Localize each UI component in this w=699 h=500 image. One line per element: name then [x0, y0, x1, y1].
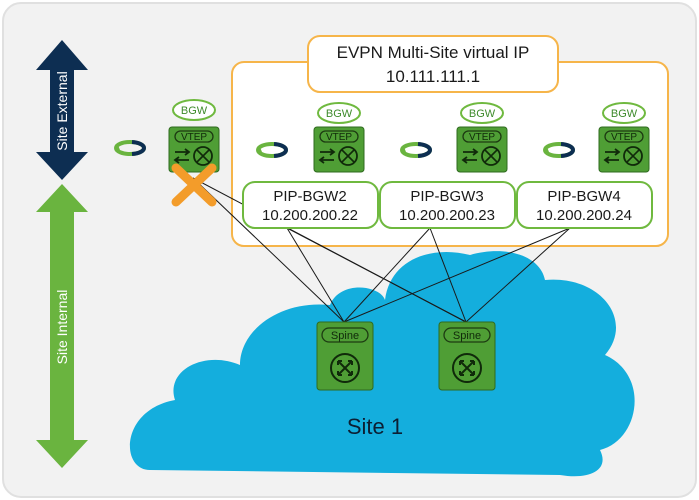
pip-box-bgw4: PIP-BGW4 10.200.200.24	[516, 181, 653, 229]
spine-switch-icon: Spine	[438, 321, 496, 391]
site-internal-label: Site Internal	[54, 290, 70, 365]
svg-text:Spine: Spine	[331, 330, 359, 342]
site-cloud	[129, 251, 635, 477]
vip-title: EVPN Multi-Site virtual IP	[337, 43, 530, 62]
pip-name: PIP-BGW3	[410, 188, 483, 205]
pip-address: 10.200.200.23	[399, 207, 495, 224]
pip-address: 10.200.200.24	[536, 207, 632, 224]
site-external-arrow: Site External	[36, 40, 88, 180]
pip-name: PIP-BGW4	[547, 188, 620, 205]
svg-text:Spine: Spine	[453, 330, 481, 342]
svg-text:BGW: BGW	[326, 108, 353, 120]
pip-address: 10.200.200.22	[262, 207, 358, 224]
svg-text:BGW: BGW	[469, 108, 496, 120]
site-internal-arrow: Site Internal	[36, 184, 88, 468]
svg-text:BGW: BGW	[181, 105, 208, 117]
vtep-switch-icon: VTEP	[456, 126, 508, 173]
bgw-badge: BGW	[460, 102, 504, 124]
vtep-switch-icon: VTEP	[168, 126, 220, 173]
pip-box-bgw3: PIP-BGW3 10.200.200.23	[379, 181, 516, 229]
svg-text:VTEP: VTEP	[469, 132, 495, 143]
site-label: Site 1	[347, 414, 403, 439]
fabric-links	[192, 177, 571, 323]
pip-box-bgw2: PIP-BGW2 10.200.200.22	[242, 181, 379, 229]
svg-text:VTEP: VTEP	[326, 132, 352, 143]
vtep-switch-icon: VTEP	[313, 126, 365, 173]
svg-text:BGW: BGW	[611, 108, 638, 120]
failure-x-icon	[171, 163, 217, 207]
spine-switch-icon: Spine	[316, 321, 374, 391]
vtep-switch-icon: VTEP	[598, 126, 650, 173]
vip-address: 10.111.111.1	[386, 67, 480, 86]
bgw-badge: BGW	[602, 102, 646, 124]
svg-text:VTEP: VTEP	[181, 132, 207, 143]
pip-name: PIP-BGW2	[273, 188, 346, 205]
bgw-badge: BGW	[317, 102, 361, 124]
svg-text:VTEP: VTEP	[611, 132, 637, 143]
site-external-label: Site External	[54, 71, 70, 150]
vip-label-box	[307, 35, 559, 93]
bgw-badge: BGW	[172, 99, 216, 121]
